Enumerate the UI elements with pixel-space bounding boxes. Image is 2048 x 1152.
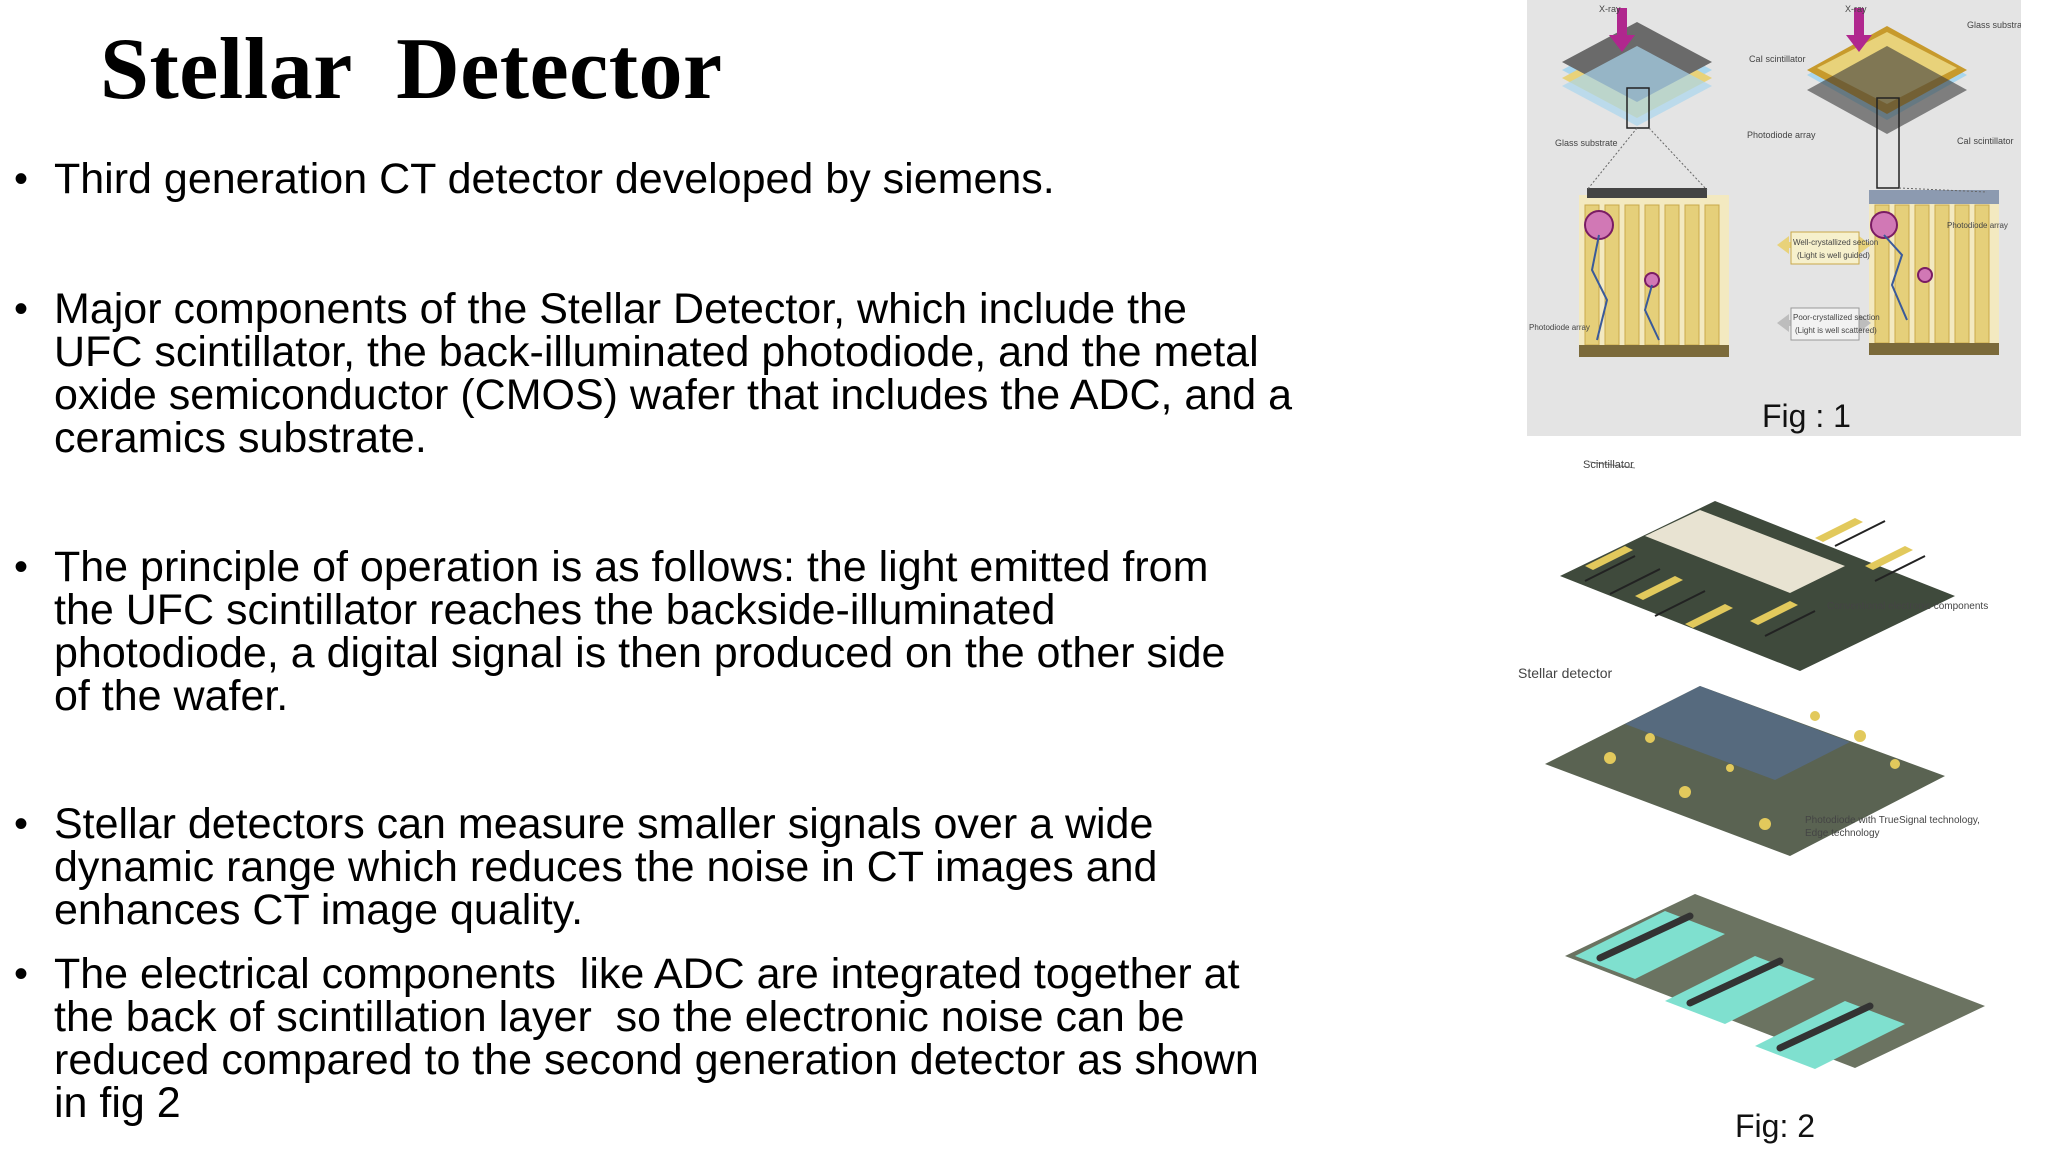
fig1-left-detector	[1562, 22, 1712, 129]
fig2-label-photodiode-line1: Photodiode with TrueSignal technology,	[1805, 815, 1980, 826]
fig1-label-glass-substrate-right: Glass substrate	[1967, 20, 2021, 30]
bullet-text: The principle of operation is as follows…	[54, 546, 1225, 718]
bullet-marker: •	[14, 802, 29, 846]
figure-2-diagram: Scintillator Conventional electronic com…	[1518, 459, 1988, 1069]
bullet-line: The principle of operation is as follows…	[54, 543, 1209, 591]
figure-2-image: Scintillator Conventional electronic com…	[1515, 446, 2025, 1146]
bullet-item: • The electrical components like ADC are …	[14, 953, 1434, 1125]
xray-arrow-left-icon	[1609, 8, 1635, 52]
fig1-label-xray-left: X-ray	[1599, 4, 1621, 14]
fig1-label-cal-scintillator-right: CaI scintillator	[1957, 136, 2014, 146]
slide-title: Stellar Detector	[100, 21, 723, 118]
fig1-label-poor-crystallized: Poor-crystallized section	[1793, 313, 1880, 322]
bullet-line: UFC scintillator, the back-illuminated p…	[54, 328, 1259, 376]
bullet-line: Stellar detectors can measure smaller si…	[54, 800, 1154, 848]
figure-1-diagram: X-ray X-ray CaI scintillator Glass subst…	[1529, 4, 2030, 357]
bullet-text: The electrical components like ADC are i…	[54, 953, 1259, 1125]
fig1-right-columns	[1869, 190, 1999, 355]
fig1-label-photodiode-array-left: Photodiode array	[1529, 323, 1590, 332]
fig1-label-photodiode-array-right: Photodiode array	[1947, 221, 2008, 230]
bullet-text: Third generation CT detector developed b…	[54, 158, 1055, 201]
fig2-label-scintillator: Scintillator	[1583, 459, 1634, 471]
bullet-line: Third generation CT detector developed b…	[54, 155, 1055, 203]
bullet-line: oxide semiconductor (CMOS) wafer that in…	[54, 371, 1293, 419]
fig1-label-well-crystallized-note: (Light is well guided)	[1797, 251, 1870, 260]
bullet-line: Major components of the Stellar Detector…	[54, 285, 1187, 333]
fig1-label-photodiode-array-mid: Photodiode array	[1747, 130, 1816, 140]
fig1-right-detector	[1807, 26, 1967, 189]
bullet-item: • Third generation CT detector developed …	[14, 158, 1434, 201]
fig2-label-stellar: Stellar detector	[1518, 665, 1612, 681]
bullet-line: in fig 2	[54, 1079, 181, 1127]
fig1-legend-boxes	[1777, 231, 1871, 341]
bullet-line: the back of scintillation layer so the e…	[54, 993, 1185, 1041]
fig2-conventional-layer	[1560, 501, 1955, 671]
bullet-line: The electrical components like ADC are i…	[54, 950, 1240, 998]
bullet-line: enhances CT image quality.	[54, 886, 584, 934]
fig2-board-layer	[1565, 894, 1985, 1069]
fig1-label-well-crystallized: Well-crystallized section	[1793, 238, 1878, 247]
fig1-label-xray-right: X-ray	[1845, 4, 1867, 14]
bullet-item: • Stellar detectors can measure smaller s…	[14, 803, 1434, 932]
figure-1-caption: Fig : 1	[1762, 398, 1851, 434]
fig1-left-columns	[1579, 188, 1729, 357]
figure-2-caption: Fig: 2	[1735, 1108, 1816, 1144]
fig1-label-cal-scintillator-top: CaI scintillator	[1749, 54, 1806, 64]
bullet-text: Major components of the Stellar Detector…	[54, 288, 1292, 460]
bullet-marker: •	[14, 545, 29, 589]
bullet-line: photodiode, a digital signal is then pro…	[54, 629, 1226, 677]
fig1-label-poor-crystallized-note: (Light is well scattered)	[1795, 326, 1877, 335]
bullet-marker: •	[14, 952, 29, 996]
bullet-text: Stellar detectors can measure smaller si…	[54, 803, 1157, 932]
bullet-line: reduced compared to the second generatio…	[54, 1036, 1259, 1084]
bullet-marker: •	[14, 287, 29, 331]
bullet-line: dynamic range which reduces the noise in…	[54, 843, 1158, 891]
figure-1-image: X-ray X-ray CaI scintillator Glass subst…	[1527, 0, 2030, 436]
bullet-item: • The principle of operation is as follow…	[14, 546, 1434, 718]
fig2-label-photodiode-line2: Edge technology	[1805, 828, 1880, 839]
bullet-item: • Major components of the Stellar Detecto…	[14, 288, 1434, 460]
fig1-label-glass-substrate-left: Glass substrate	[1555, 138, 1618, 148]
bullet-line: ceramics substrate.	[54, 414, 427, 462]
xray-arrow-right-icon	[1846, 8, 1872, 52]
fig2-stellar-layer	[1545, 686, 1945, 856]
bullet-line: the UFC scintillator reaches the backsid…	[54, 586, 1056, 634]
fig2-label-conventional: Conventional electronic components	[1827, 601, 1988, 612]
bullet-marker: •	[14, 157, 29, 201]
bullet-line: of the wafer.	[54, 672, 289, 720]
